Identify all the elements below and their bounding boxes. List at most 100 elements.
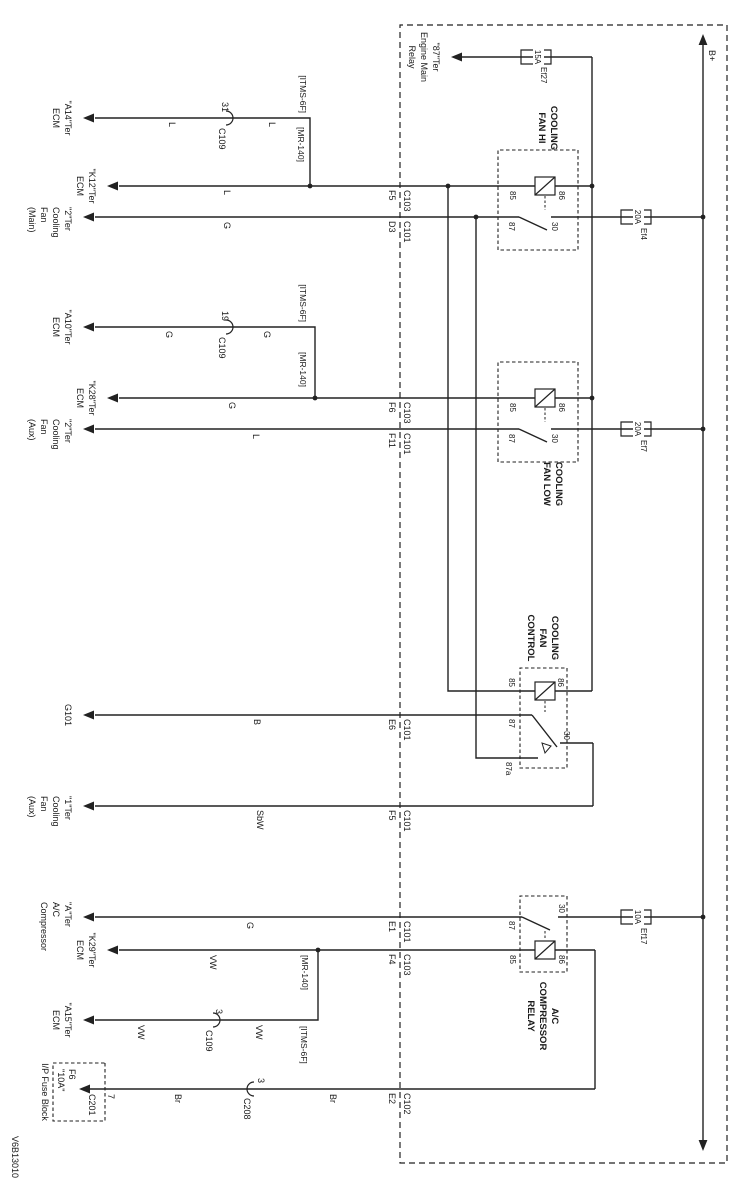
edge-c103-f4-pin: F4 [387,954,397,965]
dest-k28-2: ECM [75,388,85,408]
tag-mr-1: [MR-140] [296,127,306,162]
c201-name: C201 [87,1094,97,1116]
relay-ac-compressor: A/C COMPRESSOR RELAY 10A Ef17 30 87 86 8… [90,895,703,1090]
c109-3-pin: 3 [214,1009,224,1014]
fan-control-contact-arrow-icon [541,742,552,755]
bus-left-arrow-icon [698,34,708,45]
fan-control-t85: 85 [507,678,516,687]
fan-low-switch-blade [518,428,548,443]
fan-low-t85: 85 [508,403,517,412]
wire-color-vw-3: VW [136,1025,146,1040]
dest-a15-1: "A15"Ter [63,1003,73,1038]
wire-color-g-4: G [227,402,237,409]
branch-a10-k28: 19 C109 [ITMS-6F] [MR-140] G G G L [95,284,318,439]
fan-control-switch-blade [531,714,558,748]
wire-color-g-1: G [222,222,232,229]
edge-c102-e2-pin: E2 [387,1093,397,1104]
relay-fan-hi-name-1: COOLING [548,106,559,150]
ip-fuse-arrow-icon [79,1084,90,1094]
fuse-ef4-name: Ef4 [639,228,648,241]
relay-ac-name-2: COMPRESSOR [537,982,548,1051]
wire-color-l-3: L [222,190,232,195]
dest-fan-aux1-1: "1"Ter [63,796,73,820]
edge-c101-name-f5: C101 [402,810,412,832]
c109-31-name: C109 [217,128,227,150]
edge-c101-name-e6: C101 [402,719,412,741]
fan-control-t30: 30 [562,731,571,740]
edge-c101-name-e1: C101 [402,921,412,943]
dest-fan-aux1-4: (Aux) [27,796,37,818]
c208-pin: 3 [256,1078,266,1083]
dest-g101: G101 [63,704,73,726]
fuse-ef7-name: Ef7 [639,440,648,453]
ac-relay-switch-blade [521,916,551,931]
dest-k12-1: "K12"Ter [87,169,97,204]
tag-mr-2: [MR-140] [298,352,308,387]
fan-hi-t30: 30 [550,222,559,231]
edge-c103-name-f6: C103 [402,402,412,424]
drawing-id: V6B13010 [10,1136,20,1178]
dest-ac-comp-2: A/C [51,902,61,918]
wire-color-b: B [252,719,262,725]
ac-relay-t30: 30 [557,904,566,913]
wire-color-g-2: G [262,331,272,338]
bus-right-arrow-icon [698,1140,708,1151]
fan-hi-switch-blade [518,216,548,231]
fan-control-t86: 86 [556,678,565,687]
fan-control-t87a: 87a [504,762,513,776]
bus-label: B+ [707,50,717,61]
ip-fuse-id: F6 [67,1069,77,1080]
fuse-ef4-rating: 20A [633,210,642,225]
tag-itms-2: [ITMS-6F] [298,284,308,322]
ac-relay-t87: 87 [507,921,516,930]
dest-fan-aux1-2: Cooling [51,796,61,827]
ip-fuse-rating: "10A" [56,1069,66,1091]
edge-c101-f5-pin: F5 [387,810,397,821]
dest-fan-main-2: Cooling [51,207,61,238]
fuse-ef7-rating: 20A [633,422,642,437]
source-label-line1: "87"Ter [431,43,441,72]
fan-control-t87: 87 [507,719,516,728]
c109-19-name: C109 [217,337,227,359]
fan-low-t86: 86 [557,403,566,412]
ip-fuse-block-label: I/P Fuse Block [40,1063,50,1121]
wire-color-l-2: L [167,122,177,127]
c109-31-pin: 31 [220,102,230,112]
dest-fan-main-3: Fan [39,207,49,223]
connector-c208-icon [246,1081,255,1097]
dest-a14-1: "A14"Ter [63,101,73,136]
source-label-line3: Relay [407,45,417,69]
relay-fan-control-name-2: FAN [537,629,548,648]
fan-low-t30: 30 [550,434,559,443]
dest-a10-1: "A10"Ter [63,310,73,345]
wire-color-l-1: L [267,122,277,127]
edge-c101-e1-pin: E1 [387,921,397,932]
wire-color-g-5: G [245,922,255,929]
relay-fan-control-name-3: CONTROL [525,615,536,662]
fuse-ef27-rating: 15A [533,50,542,65]
dest-fan-main-4: (Main) [27,207,37,233]
edge-c101-f11-pin: F11 [387,433,397,448]
tag-mr-3: [MR-140] [300,955,310,990]
dest-a14-2: ECM [51,108,61,128]
fan-hi-t85: 85 [508,191,517,200]
engine-harness-dashed-box [399,24,728,1164]
relay-cooling-fan-control: COOLING FAN CONTROL 86 85 30 87 87a [95,183,594,807]
wire-color-sbw: SbW [255,810,265,830]
edge-c103-f5-pin: F5 [387,190,397,201]
relay-ac-name-3: RELAY [525,1000,536,1032]
connector-c109-31-icon [225,110,234,126]
c201-pin: 7 [106,1094,116,1099]
dest-ac-comp-3: Compressor [39,902,49,951]
dest-ac-comp-1: "A"Ter [63,902,73,927]
wire-color-g-3: G [164,331,174,338]
c109-3-name: C109 [204,1030,214,1052]
wire-color-vw-2: VW [254,1025,264,1040]
dest-fan-aux2-4: (Aux) [27,419,37,441]
dest-fan-aux2-2: Cooling [51,419,61,450]
fan-hi-t86: 86 [557,191,566,200]
source-label-line2: Engine Main [419,32,429,82]
